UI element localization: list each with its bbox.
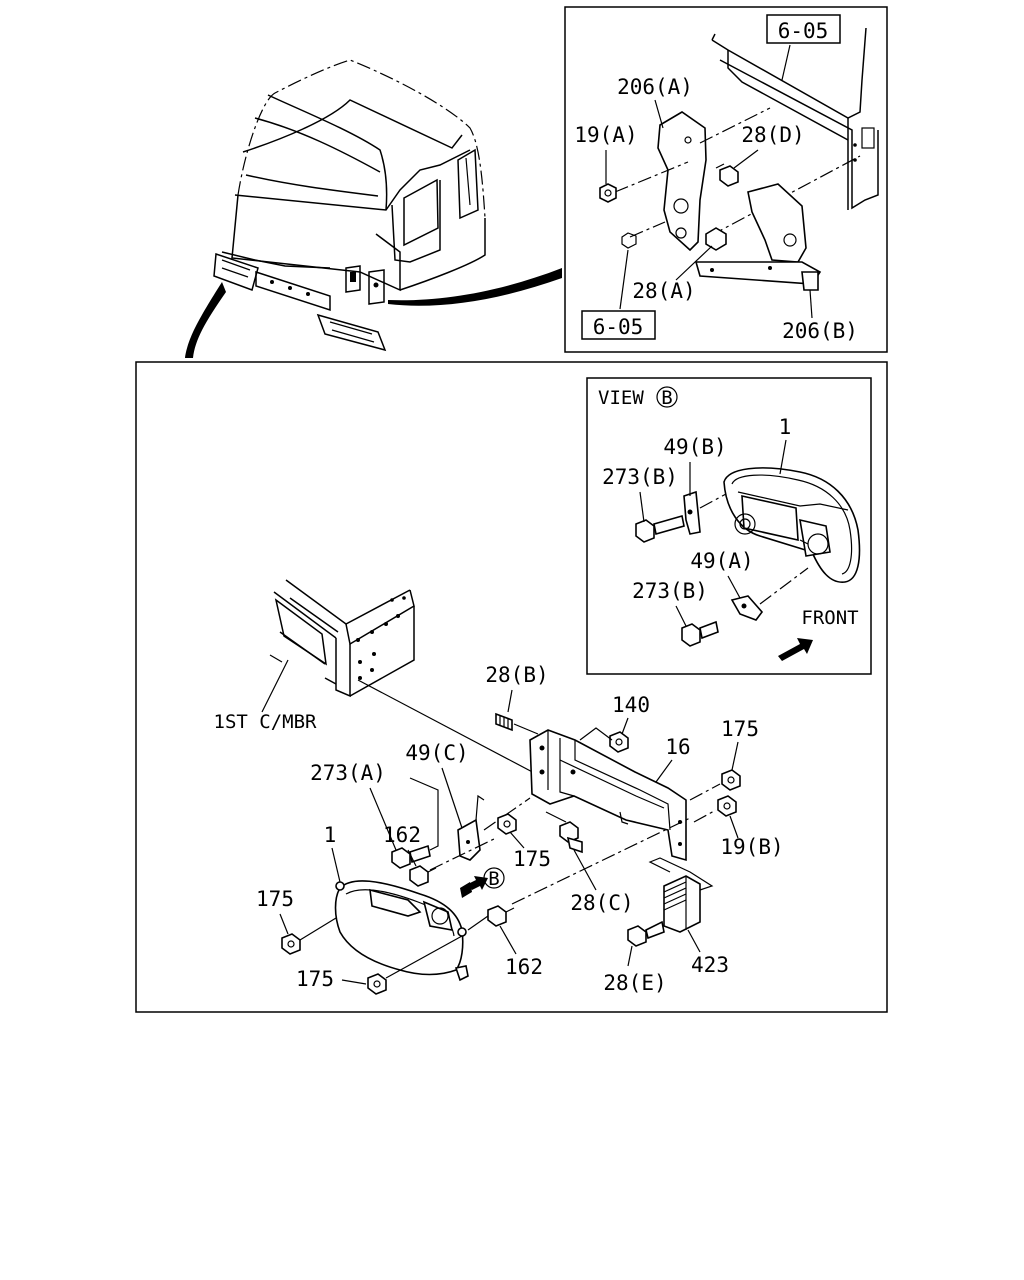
pad-423 bbox=[663, 875, 701, 933]
label-28e: 28(E) bbox=[603, 971, 666, 995]
label-162-lower: 162 bbox=[505, 955, 543, 979]
view-b-label-1: 1 bbox=[779, 415, 792, 439]
label-49c: 49(C) bbox=[405, 741, 468, 765]
view-b-symbol: B bbox=[661, 387, 672, 409]
bolt-273a bbox=[391, 844, 431, 869]
label-19a: 19(A) bbox=[574, 123, 637, 147]
frame-rail-upper bbox=[711, 27, 879, 210]
callout-curve-inset bbox=[388, 268, 562, 306]
label-206b: 206(B) bbox=[782, 319, 858, 343]
label-19b: 19(B) bbox=[720, 835, 783, 859]
view-b-direction-arrow bbox=[468, 876, 488, 890]
label-1-main: 1 bbox=[324, 823, 337, 847]
label-28b: 28(B) bbox=[485, 663, 548, 687]
bracket-49c bbox=[457, 794, 485, 861]
bracket-49a bbox=[730, 595, 764, 621]
label-273a: 273(A) bbox=[310, 761, 386, 785]
bolt-273b-upper bbox=[635, 514, 685, 543]
nut-175-bottom bbox=[367, 973, 387, 995]
label-140: 140 bbox=[612, 693, 650, 717]
view-b-label-49b: 49(B) bbox=[663, 435, 726, 459]
view-b-marker-circle bbox=[483, 867, 505, 889]
nut-175-right bbox=[721, 769, 741, 791]
label-175-bottom: 175 bbox=[296, 967, 334, 991]
view-b-label-49a: 49(A) bbox=[690, 549, 753, 573]
label-175-right: 175 bbox=[721, 717, 759, 741]
fog-lamp-main bbox=[334, 880, 469, 982]
nut-19b bbox=[717, 795, 737, 817]
front-arrow bbox=[778, 638, 813, 661]
stud-162-lower bbox=[487, 905, 515, 927]
ref-box-bottom bbox=[581, 310, 656, 340]
bolt-273b-lower bbox=[681, 620, 719, 647]
label-1st-crossmember: 1ST C/MBR bbox=[214, 711, 318, 733]
bolt-28a bbox=[705, 227, 727, 251]
first-crossmember bbox=[269, 579, 415, 698]
front-label: FRONT bbox=[801, 607, 858, 629]
label-28a: 28(A) bbox=[632, 279, 695, 303]
label-423: 423 bbox=[691, 953, 729, 977]
label-28d: 28(D) bbox=[741, 123, 804, 147]
label-28c: 28(C) bbox=[570, 891, 633, 915]
stud-162-upper bbox=[409, 865, 437, 887]
truck-cab-overview bbox=[213, 59, 486, 352]
stud-small bbox=[621, 232, 637, 249]
view-b-arrow-tail bbox=[460, 882, 472, 898]
callout-curve-main bbox=[185, 282, 226, 358]
view-b-frame bbox=[586, 377, 872, 675]
bracket-206a bbox=[657, 111, 707, 252]
bolt-28b bbox=[495, 712, 513, 732]
view-b-circle bbox=[656, 386, 678, 408]
ref-6-05-top: 6-05 bbox=[778, 19, 829, 43]
nut-140 bbox=[609, 731, 629, 753]
nut-175-left bbox=[281, 933, 301, 955]
bolt-28e bbox=[627, 920, 665, 947]
label-175-left: 175 bbox=[256, 887, 294, 911]
bracket-16 bbox=[529, 729, 687, 862]
view-b-title: VIEW bbox=[598, 387, 644, 409]
label-16: 16 bbox=[665, 735, 690, 759]
main-frame bbox=[135, 361, 888, 1013]
bolt-28c bbox=[559, 821, 583, 854]
bracket-206b bbox=[694, 183, 822, 291]
label-206a: 206(A) bbox=[617, 75, 693, 99]
nut-175-mid bbox=[497, 813, 517, 835]
view-b-label-273b-upper: 273(B) bbox=[602, 465, 678, 489]
fog-lamp-view-b bbox=[723, 467, 861, 583]
ref-6-05-bottom: 6-05 bbox=[593, 315, 644, 339]
view-b-marker-letter: B bbox=[488, 868, 499, 890]
label-162-upper: 162 bbox=[383, 823, 421, 847]
top-inset-frame bbox=[564, 6, 888, 353]
nut-19a bbox=[599, 183, 617, 203]
label-175-mid: 175 bbox=[513, 847, 551, 871]
bolt-28d bbox=[715, 163, 739, 187]
view-b-label-273b-lower: 273(B) bbox=[632, 579, 708, 603]
bracket-49b bbox=[683, 490, 701, 535]
ref-box-top bbox=[766, 14, 841, 44]
